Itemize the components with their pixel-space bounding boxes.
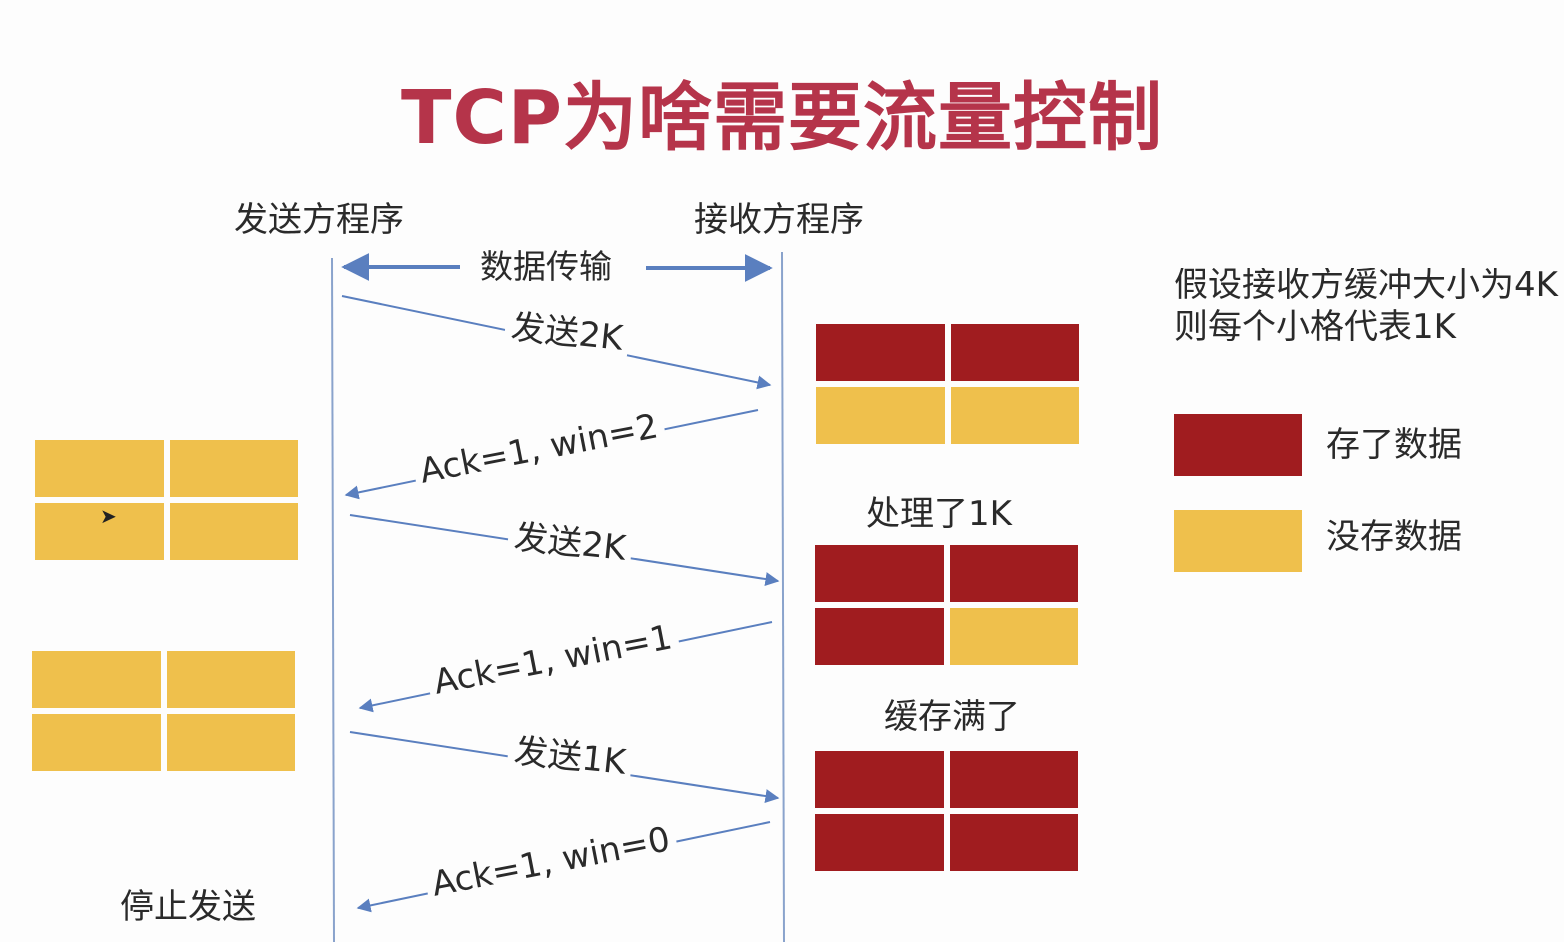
transfer-label: 数据传输 <box>474 250 618 283</box>
buffer-cell <box>166 651 295 708</box>
buffer-cell <box>169 503 298 560</box>
receiver-caption-full: 缓存满了 <box>884 697 1020 737</box>
note-line-2: 则每个小格代表1K <box>1174 307 1456 347</box>
receiver-buffer-1 <box>816 324 1079 444</box>
sender-timeline <box>331 257 335 942</box>
buffer-cell <box>950 387 1079 444</box>
legend-label-empty: 没存数据 <box>1326 517 1462 557</box>
receiver-timeline <box>781 251 785 942</box>
receiver-buffer-2 <box>815 545 1078 665</box>
note-line-1: 假设接收方缓冲大小为4K <box>1174 268 1558 302</box>
buffer-cell <box>35 440 164 497</box>
buffer-cell <box>815 608 944 665</box>
buffer-cell <box>950 324 1079 381</box>
receiver-caption-processed: 处理了1K <box>866 494 1012 534</box>
legend-swatch-empty <box>1174 510 1302 572</box>
buffer-cell <box>949 545 1078 602</box>
sender-buffer-1 <box>35 440 298 560</box>
slide-title: TCP为啥需要流量控制 <box>400 75 1164 161</box>
buffer-cell <box>815 751 944 808</box>
buffer-cell <box>35 503 164 560</box>
buffer-cell <box>166 714 295 771</box>
sender-stop-label: 停止发送 <box>120 887 256 927</box>
buffer-cell <box>816 324 945 381</box>
receiver-header: 接收方程序 <box>694 200 864 240</box>
buffer-cell <box>949 814 1078 871</box>
sender-buffer-2 <box>32 651 295 771</box>
sender-header: 发送方程序 <box>234 200 404 240</box>
buffer-cell <box>32 714 161 771</box>
buffer-cell <box>32 651 161 708</box>
buffer-cell <box>815 545 944 602</box>
legend-label-filled: 存了数据 <box>1326 425 1462 465</box>
buffer-cell <box>949 751 1078 808</box>
receiver-buffer-3 <box>815 751 1078 871</box>
mouse-cursor-icon: ➤ <box>100 504 117 528</box>
buffer-cell <box>169 440 298 497</box>
buffer-cell <box>815 814 944 871</box>
legend-swatch-filled <box>1174 414 1302 476</box>
buffer-cell <box>816 387 945 444</box>
buffer-cell <box>949 608 1078 665</box>
